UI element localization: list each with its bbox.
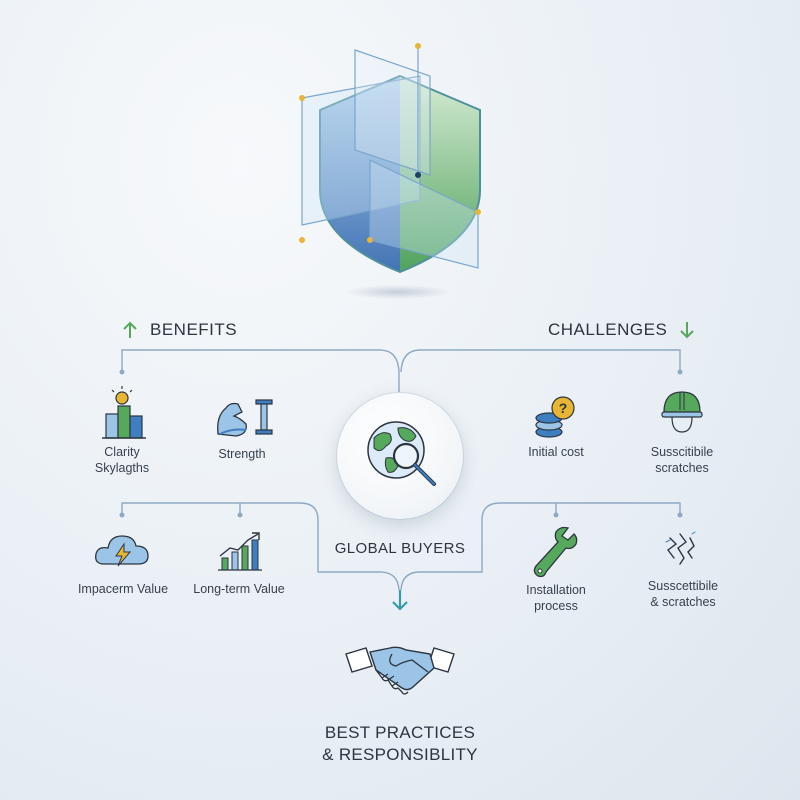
challenges-heading: CHALLENGES bbox=[548, 320, 697, 340]
arrow-down-icon bbox=[677, 320, 697, 340]
hard-hat-icon bbox=[658, 386, 706, 436]
benefit-label-impact-value: Impacerm Value bbox=[77, 582, 169, 596]
coins-question-icon: ? bbox=[533, 394, 581, 442]
arrow-up-icon bbox=[120, 320, 140, 340]
handshake-icon bbox=[342, 640, 458, 706]
skyline-sun-icon bbox=[100, 384, 148, 440]
wrench-icon bbox=[528, 524, 578, 580]
benefits-heading-text: BENEFITS bbox=[150, 320, 238, 339]
storm-cloud-icon bbox=[92, 530, 152, 570]
benefit-label-long-term-value: Long-term Value bbox=[193, 582, 285, 596]
svg-text:?: ? bbox=[559, 400, 568, 416]
shield-glass-icon bbox=[290, 40, 490, 300]
challenge-label-initial-cost: Initial cost bbox=[528, 445, 584, 459]
benefit-label-clarity: Clarity Skylagths bbox=[94, 445, 150, 475]
challenge-label-scratches-1: Susscitibile scratches bbox=[650, 445, 714, 475]
global-buyers-label: GLOBAL BUYERS bbox=[334, 540, 466, 557]
best-practices-title: BEST PRACTICES & RESPONSIBLITY bbox=[322, 723, 478, 764]
benefit-label-strength: Strength bbox=[218, 447, 266, 461]
benefits-heading: BENEFITS bbox=[120, 320, 237, 340]
arrow-down-teal-icon bbox=[389, 588, 411, 612]
challenges-heading-text: CHALLENGES bbox=[548, 320, 668, 339]
globe-magnifier-icon bbox=[360, 416, 444, 496]
growth-chart-icon bbox=[216, 530, 264, 572]
challenge-label-scratches-2: Susscettibile & scratches bbox=[647, 579, 719, 609]
scratch-marks-icon bbox=[662, 528, 698, 568]
flexed-arm-beam-icon bbox=[212, 394, 276, 440]
challenge-label-installation: Installation process bbox=[526, 583, 586, 613]
